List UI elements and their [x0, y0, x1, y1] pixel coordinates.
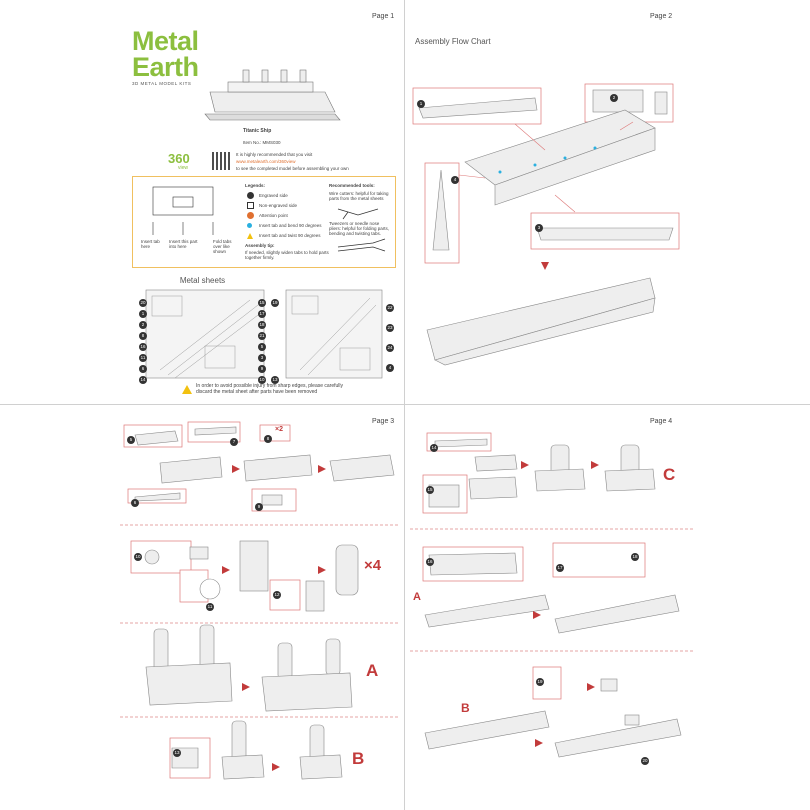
down-arrow-icon	[541, 262, 549, 270]
warning-text: In order to avoid possible injury from s…	[196, 383, 344, 395]
step-badge-2: 2	[610, 86, 618, 104]
sub-assembly-c: C	[663, 465, 676, 484]
view-360-badge: 360 view	[168, 151, 190, 171]
item-number: Item No.: MMS030	[243, 140, 281, 145]
step-badge-8: 8	[264, 427, 272, 445]
page-number: Page 4	[650, 418, 673, 425]
metal-sheets-title: Metal sheets	[179, 276, 226, 285]
titanic-ship-illustration	[204, 69, 341, 121]
multiplier-x4: ×4	[364, 557, 382, 574]
brand-tagline: 3D METAL MODEL KITS	[132, 81, 192, 86]
multiplier-x2: ×2	[275, 426, 283, 433]
step-badge-1: 1	[417, 92, 425, 110]
tools-illustration	[337, 208, 386, 252]
horizontal-page-divider	[0, 404, 810, 405]
tools-title: Recommended tools:	[329, 183, 375, 188]
non-engraved-side-icon	[247, 202, 254, 209]
view360-text-1: It is highly recommended that you visit	[236, 152, 313, 157]
brand-logo: Metal Earth	[132, 26, 199, 82]
page-4-steps	[410, 432, 695, 758]
diagram-label-1: Insert tab here	[141, 239, 160, 249]
metal-sheets-diagram	[145, 289, 383, 379]
view360-text-3: to see the completed model before assemb…	[236, 166, 349, 171]
step-badge-14: 14	[430, 444, 438, 452]
page-number: Page 2	[650, 13, 673, 20]
page-4: Page 4	[405, 405, 810, 810]
tool-2: Tweezers or needle nose pliers: helpful …	[329, 221, 390, 236]
step-badge-12: 12	[273, 591, 281, 599]
page-3: Page 3	[0, 405, 405, 810]
step-badge-19: 19	[536, 678, 544, 686]
sub-assembly-a-ref: A	[413, 591, 421, 603]
step-badge-3: 3	[535, 216, 543, 234]
legend-title: Legends:	[245, 183, 266, 188]
page-2: Page 2 Assembly Flow Chart	[405, 0, 810, 405]
sub-assembly-b-ref: B	[461, 701, 470, 715]
sub-assembly-a: A	[366, 661, 379, 680]
step-badge-17: 17	[556, 564, 564, 572]
diagram-label-3: Fold tabs over like shown	[213, 239, 232, 254]
step-badge-16: 16	[426, 558, 434, 566]
assembly-tip-title: Assembly tip:	[245, 243, 275, 248]
sub-assembly-b: B	[352, 749, 365, 768]
legend-item-5: Insert tab and twist 90 degrees	[259, 233, 321, 238]
qr-code-icon	[212, 152, 230, 170]
legend-box: Insert tab here Insert this part into he…	[132, 176, 396, 268]
step-badge-7: 7	[230, 430, 238, 448]
assembly-tip-text: If needed, slightly widen tabs to hold p…	[245, 250, 329, 260]
page-1: Page 1 Metal Earth 3D METAL MODEL KITS T…	[0, 0, 405, 405]
tool-1: Wire cutters: helpful for taking parts f…	[329, 191, 389, 201]
step-badge-18: 18	[631, 553, 639, 561]
view360-url[interactable]: www.metalearth.com/360view	[236, 159, 296, 164]
vertical-page-divider	[404, 0, 405, 810]
step-badge-20: 20	[641, 757, 649, 765]
step-badge-11: 11	[206, 603, 214, 611]
bend-90-icon	[247, 223, 252, 228]
assembly-flow-chart	[412, 83, 680, 366]
step-badge-6: 6	[131, 491, 139, 509]
product-name: Titanic Ship	[243, 128, 272, 134]
legend-item-3: Attention point	[259, 213, 288, 218]
page-number: Page 1	[372, 13, 395, 20]
step-badge-5: 5	[127, 428, 135, 446]
attention-point-icon	[247, 212, 254, 219]
tab-insertion-diagram	[152, 186, 214, 235]
diagram-label-2: Insert this part into here	[169, 239, 198, 249]
legend-item-2: Non-engraved side	[259, 203, 298, 208]
flow-chart-title: Assembly Flow Chart	[415, 37, 491, 46]
legend-item-1: Engraved side	[259, 193, 288, 198]
step-badge-4: 4	[451, 168, 459, 186]
legend-item-4: Insert tab and bend 90 degrees	[259, 223, 322, 228]
step-badge-10: 10	[134, 553, 142, 561]
page-number: Page 3	[372, 418, 395, 425]
twist-90-icon	[247, 233, 253, 239]
step-badge-13: 13	[173, 749, 181, 757]
engraved-side-icon	[247, 192, 254, 199]
step-badge-9: 9	[255, 495, 263, 513]
step-badge-15: 15	[426, 486, 434, 494]
page-3-steps	[120, 421, 400, 780]
warning-icon	[182, 385, 192, 394]
